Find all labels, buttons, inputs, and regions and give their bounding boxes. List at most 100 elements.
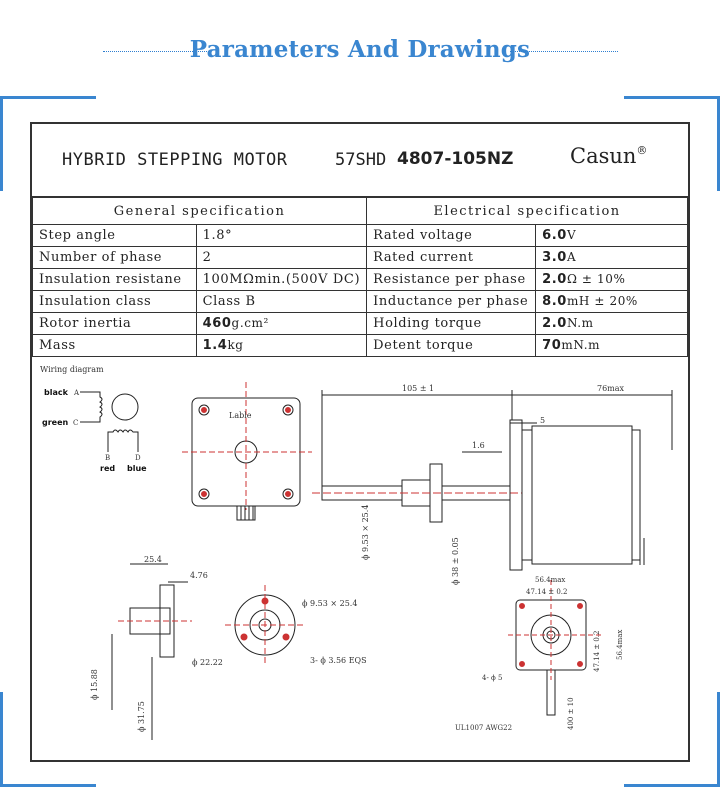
side-view: 105 ± 1 76max 5 1.6 ϕ 9.53 × 25.4 ϕ 38 ±… [312,384,673,585]
banner-title: Parameters And Drawings [189,36,531,63]
general-label: Insulation class [32,290,197,313]
general-label: Insulation resistane [32,268,197,291]
general-value: Class B [195,290,368,313]
unit-text: A [566,250,577,264]
value-text: 70 [542,338,562,353]
value-text: Class B [202,294,256,309]
dim-31-75: ϕ 31.75 [137,701,146,732]
general-label: Mass [32,334,197,357]
dim-4-phi-5: 4- ϕ 5 [482,674,503,682]
general-value: 1.8° [195,224,368,247]
model-number: 4807-105NZ [397,149,514,169]
dim-25-4: 25.4 [144,555,162,564]
product-title: HYBRID STEPPING MOTOR [62,150,288,170]
table-row: Number of phase 2 Rated current 3.0A [32,246,688,269]
electrical-label: Rated current [366,246,537,269]
model-prefix: 57SHD [335,150,387,170]
dim-56-4b: 56.4max [616,630,624,660]
general-label: Step angle [32,224,197,247]
value-text: 1.8° [202,228,233,243]
value-text: 6.0 [542,228,567,243]
pin-a: A [73,389,80,397]
pin-d: D [135,454,141,462]
dim-56-4a: 56.4max [535,576,565,584]
value-text: 8.0 [542,294,567,309]
general-value: 2 [195,246,368,269]
unit-text: kg [227,338,244,352]
unit-text: N.m [566,316,594,330]
technical-drawing: Wiring diagram black A green C B D red b… [40,365,673,740]
table-row: Insulation class Class B Inductance per … [32,290,688,313]
electrical-label: Holding torque [366,312,537,335]
general-value: 460g.cm² [195,312,368,335]
unit-text: Ω ± 10% [566,272,626,286]
frame-corner-br [624,784,720,787]
dim-47-14b: 47.14 ± 0.2 [593,631,601,673]
coil-b-d [107,429,139,452]
value-text: 2.0 [542,272,567,287]
wiring-diagram: Wiring diagram black A green C B D red b… [40,365,147,473]
general-label: Number of phase [32,246,197,269]
table-row: Insulation resistane 100MΩmin.(500V DC) … [32,268,688,291]
electrical-value: 2.0Ω ± 10% [535,268,688,291]
electrical-label: Rated voltage [366,224,537,247]
section-banner: Parameters And Drawings [0,36,720,66]
frame-corner-tl [0,96,96,99]
dim-holes: 3- ϕ 3.56 EQS [310,656,367,665]
wiring-title: Wiring diagram [40,365,104,374]
dim-length-76: 76max [597,384,625,393]
wire-blue-label: blue [127,464,147,473]
table-row: Mass 1.4kg Detent torque 70mN.m [32,334,688,357]
electrical-value: 70mN.m [535,334,688,357]
value-text: 2.0 [542,316,567,331]
electrical-label: Resistance per phase [366,268,537,291]
frame-corner-bl [0,784,96,787]
banner-divider-right [510,51,618,52]
frame-corner-tr [624,96,720,99]
electrical-value: 3.0A [535,246,688,269]
front-view: Lable [182,382,312,521]
dim-4-76: 4.76 [190,571,208,580]
dim-47-14a: 47.14 ± 0.2 [526,588,568,596]
unit-text: g.cm² [231,316,269,330]
general-value: 1.4kg [195,334,368,357]
cable-spec: UL1007 AWG22 [455,724,512,732]
frame-corner-bl-v [0,692,3,787]
general-value: 100MΩmin.(500V DC) [195,268,368,291]
brand-logo: Casun® [570,144,647,168]
wire-red-label: red [100,464,115,473]
dim-1-6: 1.6 [472,441,485,450]
general-label: Rotor inertia [32,312,197,335]
lable-text: Lable [229,411,252,420]
value-text: 3.0 [542,250,567,265]
frame-corner-tr-v [717,96,720,191]
value-text: 2 [202,250,212,265]
electrical-heading: Electrical specification [366,197,688,225]
flange-front-view: ϕ 9.53 × 25.4 ϕ 22.22 3- ϕ 3.56 EQS [192,585,367,667]
electrical-label: Inductance per phase [366,290,537,313]
electrical-value: 8.0mH ± 20% [535,290,688,313]
electrical-value: 6.0V [535,224,688,247]
wire-black-label: black [44,388,69,397]
frame-corner-tl-v [0,96,3,191]
banner-divider-left [103,51,211,52]
flange-side-view: 25.4 4.76 ϕ 15.88 ϕ 31.75 [90,555,208,740]
dim-22-22: ϕ 22.22 [192,658,223,667]
table-row: Step angle 1.8° Rated voltage 6.0V [32,224,688,247]
frame-corner-br-v [717,692,720,787]
value-text: 460 [202,316,232,331]
spec-heading-row: General specification Electrical specifi… [31,197,688,225]
dim-pilot-38: ϕ 38 ± 0.05 [451,537,460,585]
datasheet-header: HYBRID STEPPING MOTOR 57SHD 4807-105NZ C… [32,124,688,197]
table-row: Rotor inertia 460g.cm² Holding torque 2.… [32,312,688,335]
wire-green-label: green [42,418,69,427]
pin-b: B [105,454,110,462]
unit-text: V [566,228,577,242]
wiring-rotor-circle [111,393,139,421]
value-text: 1.4 [202,338,228,353]
dim-length-105: 105 ± 1 [402,384,434,393]
dim-shaft-2: ϕ 9.53 × 25.4 [302,599,357,608]
dim-5: 5 [540,416,545,425]
back-view: 56.4max 47.14 ± 0.2 47.14 ± 0.2 56.4max … [455,576,624,732]
dim-400: 400 ± 10 [567,697,575,730]
